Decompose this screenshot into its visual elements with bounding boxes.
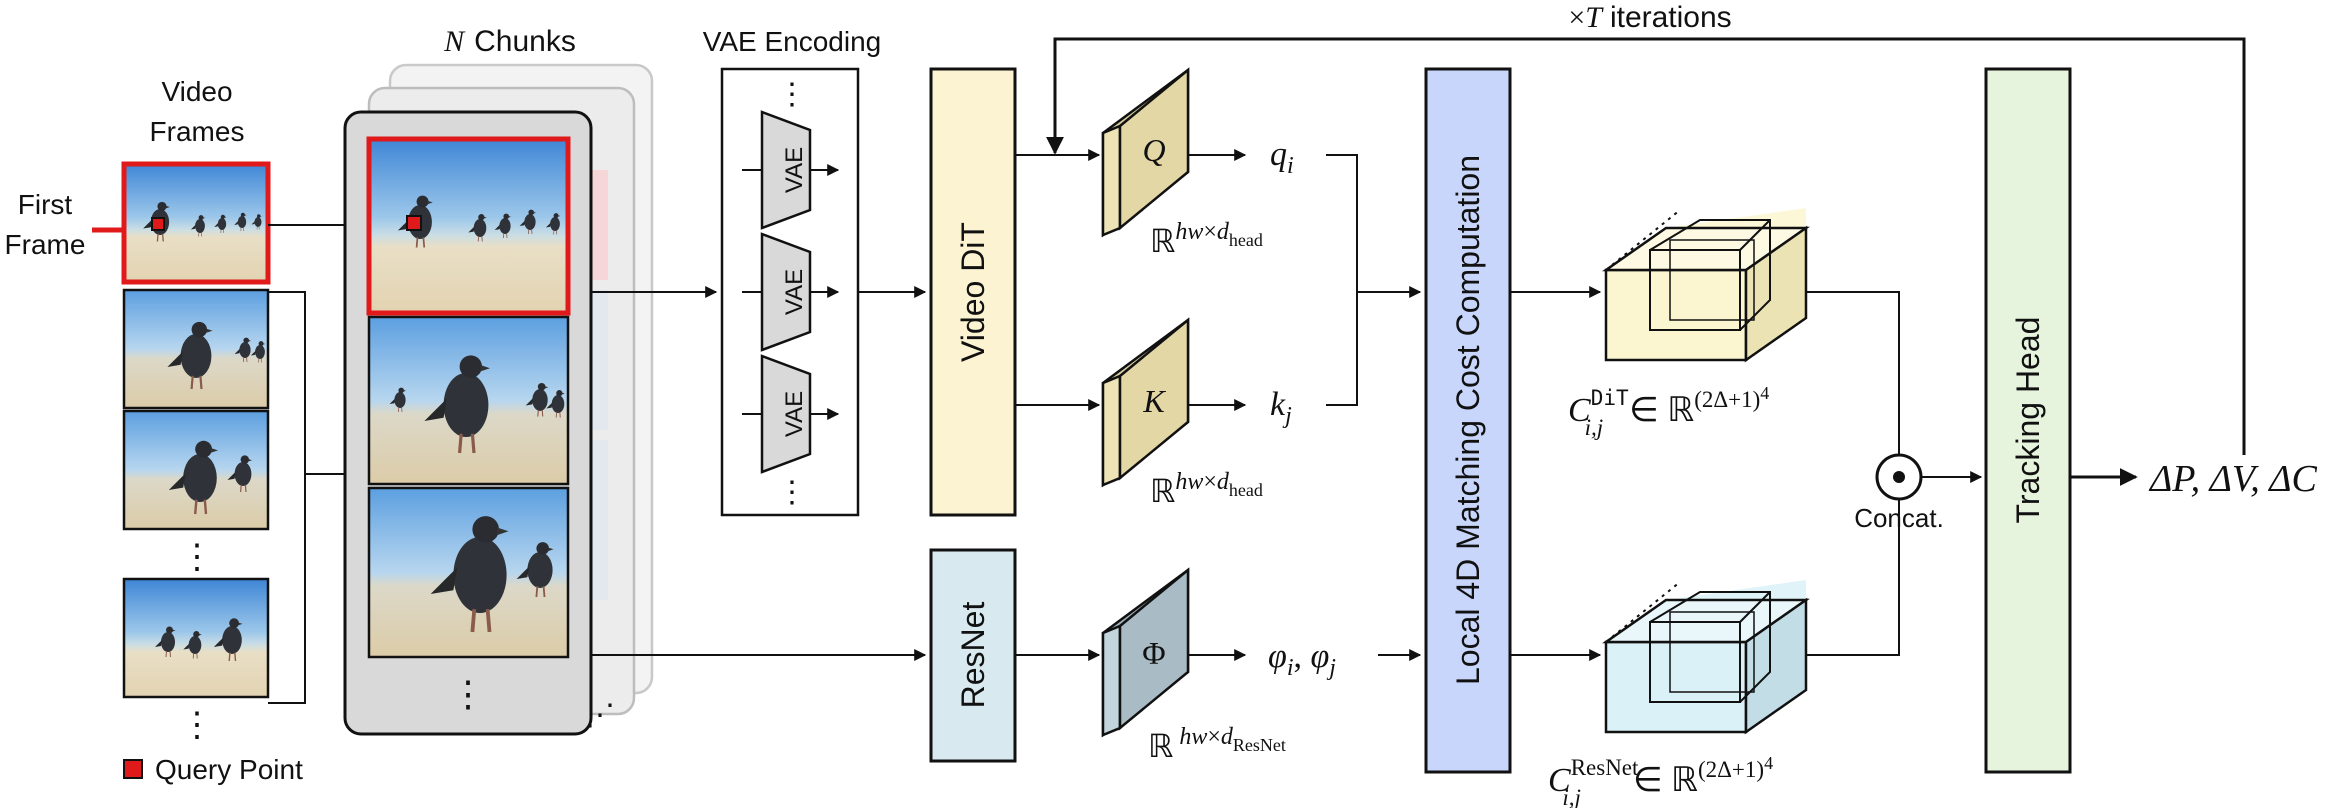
- resnet-cost-to-concat-line: [1806, 500, 1900, 656]
- query-point-legend-label: Query Point: [155, 754, 303, 785]
- query-point-legend-swatch: [123, 759, 143, 779]
- vae-encoding-title: VAE Encoding: [703, 26, 882, 57]
- matching-cost-label: Local 4D Matching Cost Computation: [1450, 155, 1486, 685]
- k-output-label: kj: [1270, 386, 1292, 429]
- phi-projection-label: Φ: [1142, 635, 1165, 671]
- concat-operator-dot: [1893, 471, 1905, 483]
- first-frame-thumbnail: [121, 161, 271, 285]
- phi-output-label: φi, φj: [1268, 638, 1336, 681]
- vae-block-label: VAE: [781, 147, 808, 193]
- concat-label: Concat.: [1854, 503, 1944, 533]
- q-projection: Q: [1101, 67, 1190, 238]
- vae-block: VAE: [742, 354, 840, 474]
- tracking-head-label: Tracking Head: [2010, 317, 2046, 524]
- k-projection: K: [1101, 317, 1190, 488]
- video-frames-label-line2: Frames: [150, 116, 245, 147]
- chunk-stack-ghost-frame: [590, 170, 608, 280]
- query-point-marker: [151, 217, 165, 231]
- resnet-label: ResNet: [955, 602, 991, 709]
- k-projection-label: K: [1142, 383, 1166, 419]
- q-output-label: qi: [1270, 136, 1294, 179]
- chunk-frame-first: [366, 136, 571, 316]
- dit-cost-to-concat-line: [1806, 291, 1900, 454]
- frame-thumbnail: [122, 288, 270, 410]
- vae-block-label: VAE: [781, 269, 808, 315]
- frame-thumbnail: [122, 409, 270, 531]
- output-deltas: ΔP, ΔV, ΔC: [2148, 458, 2318, 500]
- vae-top-ellipsis: ⋮: [777, 78, 807, 111]
- tracking-head-block: [1984, 67, 2072, 774]
- video-frames-label: Video Frames: [150, 76, 245, 147]
- resnet-block: [929, 548, 1017, 763]
- q-projection-label: Q: [1142, 132, 1165, 168]
- vae-bottom-ellipsis: ⋮: [777, 476, 807, 509]
- chunk-frame: [367, 315, 570, 486]
- matching-cost-block: [1424, 67, 1512, 774]
- first-frame-label: First Frame: [5, 189, 86, 260]
- video-dit-block: [929, 67, 1017, 517]
- chunk-ellipsis: ⋮: [450, 674, 486, 714]
- dit-cost-volume: [1602, 208, 1810, 363]
- q-dimension-label: ℝhw×dhead: [1150, 219, 1263, 259]
- resnet-cost-volume: [1602, 580, 1810, 735]
- chunk-frame: [367, 486, 570, 659]
- vae-block-label: VAE: [781, 391, 808, 437]
- frame-thumbnail: [122, 577, 270, 699]
- frames-bracket: [268, 291, 306, 704]
- chunk-query-point-marker: [406, 215, 422, 231]
- video-frames-label-line1: Video: [161, 76, 232, 107]
- iteration-loop-arrow: [1046, 37, 2246, 455]
- first-frame-label-line2: Frame: [5, 229, 86, 260]
- qk-merge-bracket: [1326, 154, 1358, 406]
- first-frame-label-line1: First: [18, 189, 73, 220]
- video-dit-label: Video DiT: [955, 222, 991, 362]
- k-dimension-label: ℝhw×dhead: [1150, 469, 1263, 509]
- frames-ellipsis-bottom: ⋮: [180, 707, 214, 744]
- vae-block: VAE: [742, 110, 840, 230]
- frames-ellipsis: ⋮: [180, 539, 214, 576]
- vae-block: VAE: [742, 232, 840, 352]
- phi-projection: Φ: [1101, 567, 1190, 738]
